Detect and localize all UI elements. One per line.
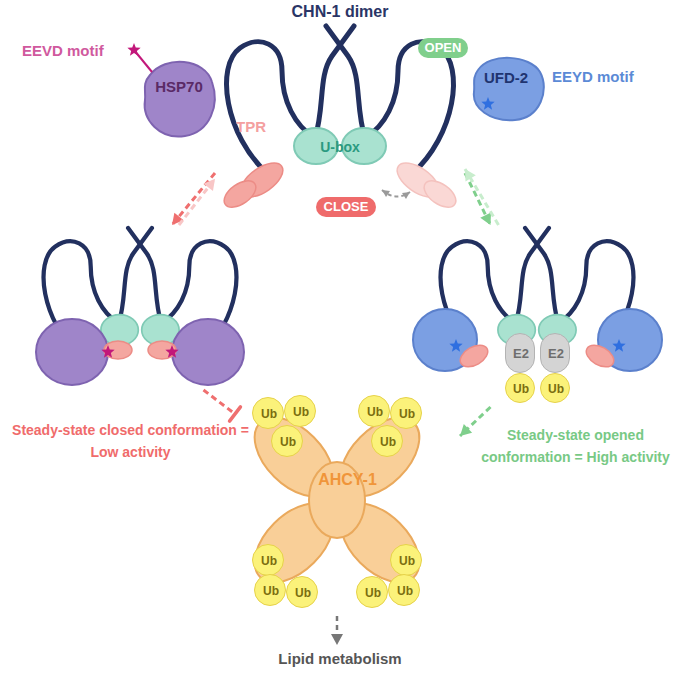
downstream-arrow [336, 616, 339, 636]
dimer-group: CHN-1 dimerU-box [215, 2, 465, 192]
node-text: Ub [391, 553, 423, 569]
connector-line [179, 179, 215, 225]
closed-complex: Steady-state closed conformation = Low a… [25, 225, 235, 390]
dashed-connector [460, 407, 491, 436]
hsp70-protein: HSP70 [140, 62, 218, 140]
arrow-head [460, 424, 472, 436]
ubiquitin-circle: Ub [371, 425, 403, 457]
motif-star [101, 345, 114, 358]
connector-line [465, 169, 498, 225]
node-text: Ub [541, 381, 571, 397]
node-text: Ub [253, 406, 285, 422]
ahcy1-enzyme: AHCY-1UbUbUbUbUbUbUbUbUbUbUbUb [235, 392, 460, 612]
node-text: Ub [357, 585, 389, 601]
dashed-connector [465, 169, 498, 225]
outcome-label: Lipid metabolism [240, 650, 440, 669]
connector-line [172, 173, 215, 225]
arrow-head [331, 634, 343, 645]
ufd2-protein: UFD-2 [468, 55, 544, 123]
node-text: Ub [372, 434, 404, 450]
node-text: OPEN [418, 41, 468, 55]
motif-label: EEYD motif [552, 68, 634, 87]
node-text: HSP70 [140, 78, 218, 97]
connector-line [465, 173, 491, 225]
tpr-domain [220, 175, 261, 212]
tpr-domain [583, 341, 618, 372]
node-text: Ub [253, 553, 285, 569]
node-text: UFD-2 [468, 69, 544, 88]
motif-label: EEVD motif [22, 42, 104, 61]
node-text: E2 [541, 346, 571, 361]
arrow-head [204, 179, 215, 191]
node-text: Ub [285, 404, 317, 420]
node-text: Ub [255, 583, 287, 599]
state-pill: OPEN [418, 38, 468, 58]
node-text: U-box [305, 139, 375, 157]
ubiquitin-circle: Ub [505, 373, 535, 403]
e2-enzyme: E2 [505, 333, 535, 373]
connector-line [204, 390, 236, 414]
motif-star [449, 339, 462, 352]
node-text: Ub [506, 381, 536, 397]
ufd2-blob [474, 58, 544, 120]
tpr-domain-faded [420, 175, 461, 212]
motif-star [165, 345, 178, 358]
dashed-connector [204, 390, 241, 421]
ubiquitin-circle: Ub [390, 544, 422, 576]
node-text: Ub [272, 434, 304, 450]
motif-star [481, 97, 494, 110]
ubiquitin-circle: Ub [358, 395, 390, 427]
ubiquitin-circle: Ub [356, 576, 388, 608]
node-text: Steady-state opened conformation = High … [478, 425, 673, 468]
ubiquitin-circle: Ub [388, 574, 420, 606]
ubiquitin-circle: Ub [286, 576, 318, 608]
node-text: Ub [359, 404, 391, 420]
node-text: Ub [287, 585, 319, 601]
ubiquitin-circle: Ub [540, 373, 570, 403]
dashed-connector [172, 173, 215, 225]
arrow-head [480, 212, 491, 225]
ubiquitin-circle: Ub [252, 544, 284, 576]
node-text: Ub [389, 583, 421, 599]
arrow-head [402, 192, 410, 199]
hsp70-blob [36, 319, 108, 385]
node-text: AHCY-1 [275, 470, 420, 490]
ubiquitin-circle: Ub [284, 395, 316, 427]
dashed-connector [465, 173, 491, 225]
node-text: Ub [391, 406, 423, 422]
connector-line [460, 407, 491, 436]
inhibition-bar [230, 407, 241, 421]
ubiquitin-circle: Ub [252, 397, 284, 429]
opened-complex: Steady-state opened conformation = High … [420, 225, 655, 407]
node-text: Steady-state closed conformation = Low a… [3, 420, 258, 463]
ubiquitin-circle: Ub [390, 397, 422, 429]
e2-enzyme: E2 [540, 333, 570, 373]
arrow-head [172, 213, 184, 225]
node-text: CHN-1 dimer [215, 2, 465, 22]
ubox-domain: U-box [305, 137, 375, 159]
tpr-domain [457, 341, 492, 372]
arrow-head [465, 169, 476, 182]
dashed-connector [179, 179, 215, 225]
arrow-head [382, 190, 390, 197]
node-text: CLOSE [316, 200, 376, 214]
motif-star [127, 43, 140, 56]
hsp70-blob [172, 319, 244, 385]
ubiquitin-circle: Ub [254, 574, 286, 606]
motif-star [612, 339, 625, 352]
state-pill: CLOSE [316, 197, 376, 217]
hsp70-blob [145, 62, 215, 137]
node-text: E2 [506, 346, 536, 361]
domain-label: TPR [236, 118, 266, 137]
ubiquitin-circle: Ub [271, 425, 303, 457]
